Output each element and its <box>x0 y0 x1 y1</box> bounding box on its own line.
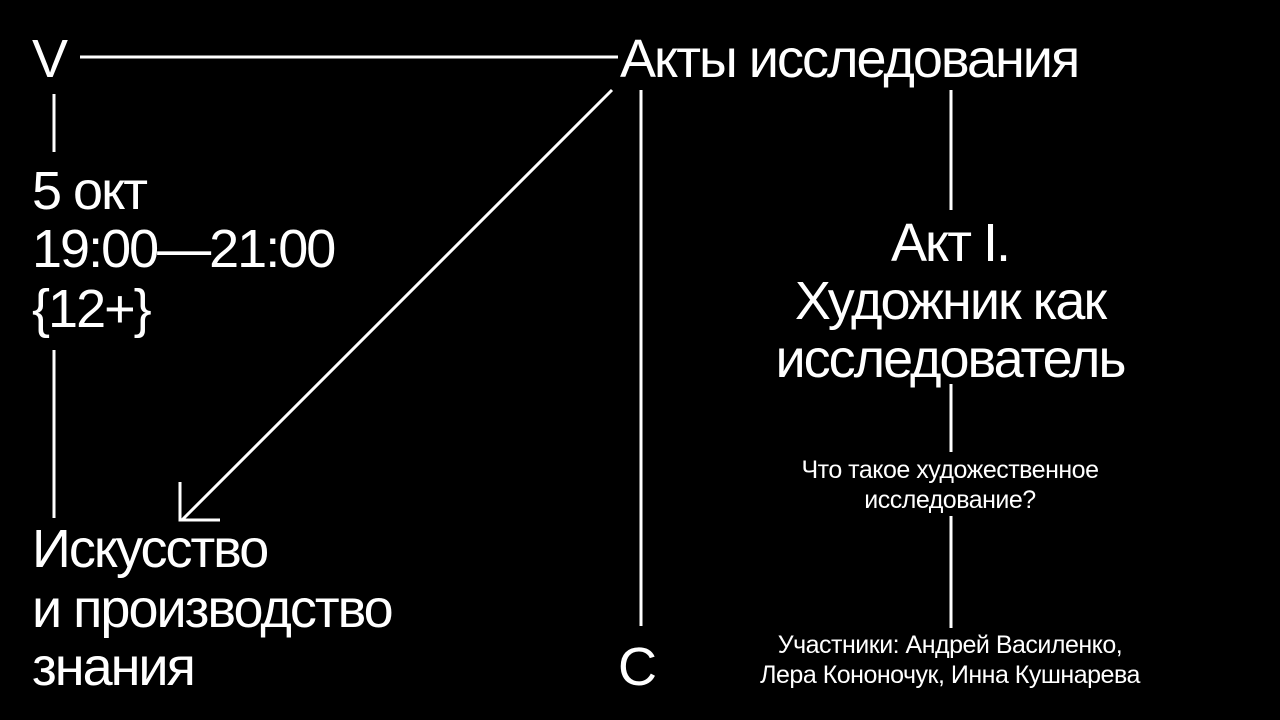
arrow-head-icon <box>178 482 220 522</box>
theme-line-2: и производство <box>32 579 394 639</box>
diagonal-arrow-line <box>180 88 614 522</box>
event-date: 5 окт <box>32 161 148 221</box>
participants-line-2: Лера Кононочук, Инна Кушнарева <box>760 661 1140 689</box>
act-title-line-1: Акт I. <box>891 213 1011 273</box>
theme-line-1: Искусство <box>32 519 269 579</box>
act-title-line-3: исследователь <box>775 329 1127 389</box>
age-rating: {12+} <box>32 279 152 339</box>
event-time: 19:00—21:00 <box>32 219 336 279</box>
question-line-1: Что такое художественное <box>801 456 1099 484</box>
letter-c: С <box>618 637 657 697</box>
series-title: Акты исследования <box>620 29 1080 89</box>
theme-line-3: знания <box>32 637 196 697</box>
letter-v: V <box>32 29 68 89</box>
participants-line-1: Участники: Андрей Василенко, <box>777 631 1123 659</box>
question-line-2: исследование? <box>864 486 1036 514</box>
act-title-line-2: Художник как <box>794 271 1107 331</box>
